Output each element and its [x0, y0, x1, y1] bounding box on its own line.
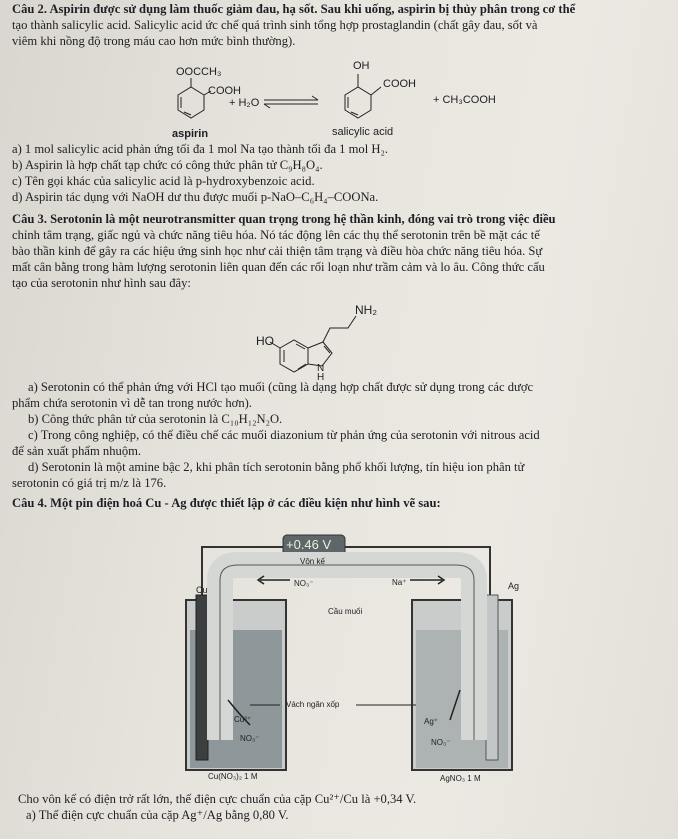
nitrate-bridge-label: NO₃⁻: [294, 579, 314, 588]
q2-option-c: c) Tên gọi khác của salicylic acid là p-…: [12, 174, 315, 188]
voltmeter-label: Vôn kế: [300, 557, 325, 566]
salicylic-label: salicylic acid: [332, 126, 394, 138]
q2-line-3: viêm khi nồng độ trong máu cao hơn mức b…: [12, 34, 296, 48]
ag-ion-arrow: [449, 689, 461, 721]
q2-line-1: Câu 2. Aspirin được sử dụng làm thuốc gi…: [12, 2, 575, 17]
q3-option-c-1: c) Trong công nghiệp, có thể điều chế cá…: [28, 428, 540, 442]
q4-option-a: a) Thế điện cực chuẩn của cặp Ag⁺/Ag bằn…: [26, 808, 289, 822]
q3-line-1: Câu 3. Serotonin là một neurotransmitter…: [12, 212, 556, 227]
aspirin-label: aspirin: [172, 128, 209, 140]
salicylic-ring: [344, 74, 382, 119]
q2-text-1: Câu 2. Aspirin được sử dụng làm thuốc gi…: [12, 2, 576, 16]
galvanic-cell-figure: [185, 534, 513, 771]
nitrate-arrow-head: [256, 575, 265, 585]
serotonin-h: H: [317, 372, 325, 383]
wire-left: [201, 546, 283, 605]
plus-acetic-acid: + CH₃COOH: [433, 94, 496, 106]
q2-option-d: d) Aspirin tác dụng với NaOH dư thu được…: [12, 190, 379, 204]
copper-electrode: [195, 594, 209, 761]
voltmeter-reading: +0.46 V: [286, 537, 332, 552]
silver-electrode: [485, 594, 499, 761]
q4-text-1: Câu 4. Một pin điện hoá Cu - Ag được thi…: [12, 496, 441, 510]
aspirin-cooh: COOH: [208, 85, 241, 97]
silver-ion-label: Ag⁺: [424, 717, 439, 726]
wire-right: [345, 546, 491, 605]
q3-line-2: chỉnh tâm trạng, giấc ngủ và chức năng t…: [12, 228, 540, 242]
silver-label: Ag: [508, 581, 520, 591]
serotonin-n: N: [317, 363, 325, 374]
plus-water: + H₂O: [229, 97, 260, 109]
salicylic-cooh: COOH: [383, 78, 416, 90]
q3-option-a-1: a) Serotonin có thể phản ứng với HCl tạo…: [28, 380, 534, 394]
q2-option-b: b) Aspirin là hợp chất tạp chức có công …: [12, 158, 323, 172]
serotonin-nh2: NH₂: [355, 303, 377, 317]
q3-option-b: b) Công thức phân tử của serotonin là C₁…: [28, 412, 283, 426]
serotonin-ho: HO: [256, 334, 274, 348]
q4-line-1: Câu 4. Một pin điện hoá Cu - Ag được thi…: [12, 496, 441, 511]
copper-label: Cu: [196, 585, 208, 595]
copper-solution-label: Cu(NO₃)₂ 1 M: [208, 772, 258, 781]
aspirin-oocch3: OOCCH₃: [176, 66, 222, 78]
sodium-arrow-head: [437, 575, 446, 585]
aspirin-equation-figure: [177, 74, 382, 119]
equilibrium-arrow: [263, 95, 319, 109]
q4-line-2: Cho vôn kế có điện trở rất lớn, thế điện…: [18, 792, 417, 806]
q3-option-d-2: serotonin có giá trị m/z là 176.: [12, 476, 167, 490]
sodium-bridge-label: Na⁺: [392, 578, 407, 587]
serotonin-structure: [269, 315, 357, 373]
membrane-label: Vách ngăn xốp: [286, 700, 340, 709]
cu-ion-arrow: [227, 699, 251, 726]
aspirin-ring: [177, 78, 212, 119]
salicylic-oh: OH: [353, 60, 370, 72]
q3-line-3: bào thần kinh để gây ra các hiệu ứng sin…: [12, 244, 543, 258]
q3-option-c-2: để sản xuất phẩm nhuộm.: [12, 444, 142, 458]
salt-bridge-label: Cầu muối: [328, 607, 363, 616]
silver-solution-label: AgNO₃ 1 M: [440, 774, 481, 783]
q2-option-a: a) 1 mol salicylic acid phản ứng tối đa …: [12, 142, 389, 156]
q3-option-a-2: phẩm chứa serotonin vì dễ tan trong nước…: [12, 396, 252, 410]
q2-line-2: tạo thành salicylic acid. Salicylic acid…: [12, 18, 538, 32]
copper-ion-label: Cu²⁺: [234, 715, 252, 724]
salt-bridge-outline: [219, 564, 475, 740]
nitrate-left-label: NO₃⁻: [240, 734, 260, 743]
q3-line-4: mất cân bằng trong hàm lượng serotonin l…: [12, 260, 545, 274]
q3-text-1: Câu 3. Serotonin là một neurotransmitter…: [12, 212, 556, 226]
q3-option-d-1: d) Serotonin là một amine bậc 2, khi phâ…: [28, 460, 525, 474]
q3-line-5: tạo của serotonin như hình sau đây:: [12, 276, 191, 290]
nitrate-right-label: NO₃⁻: [431, 738, 451, 747]
